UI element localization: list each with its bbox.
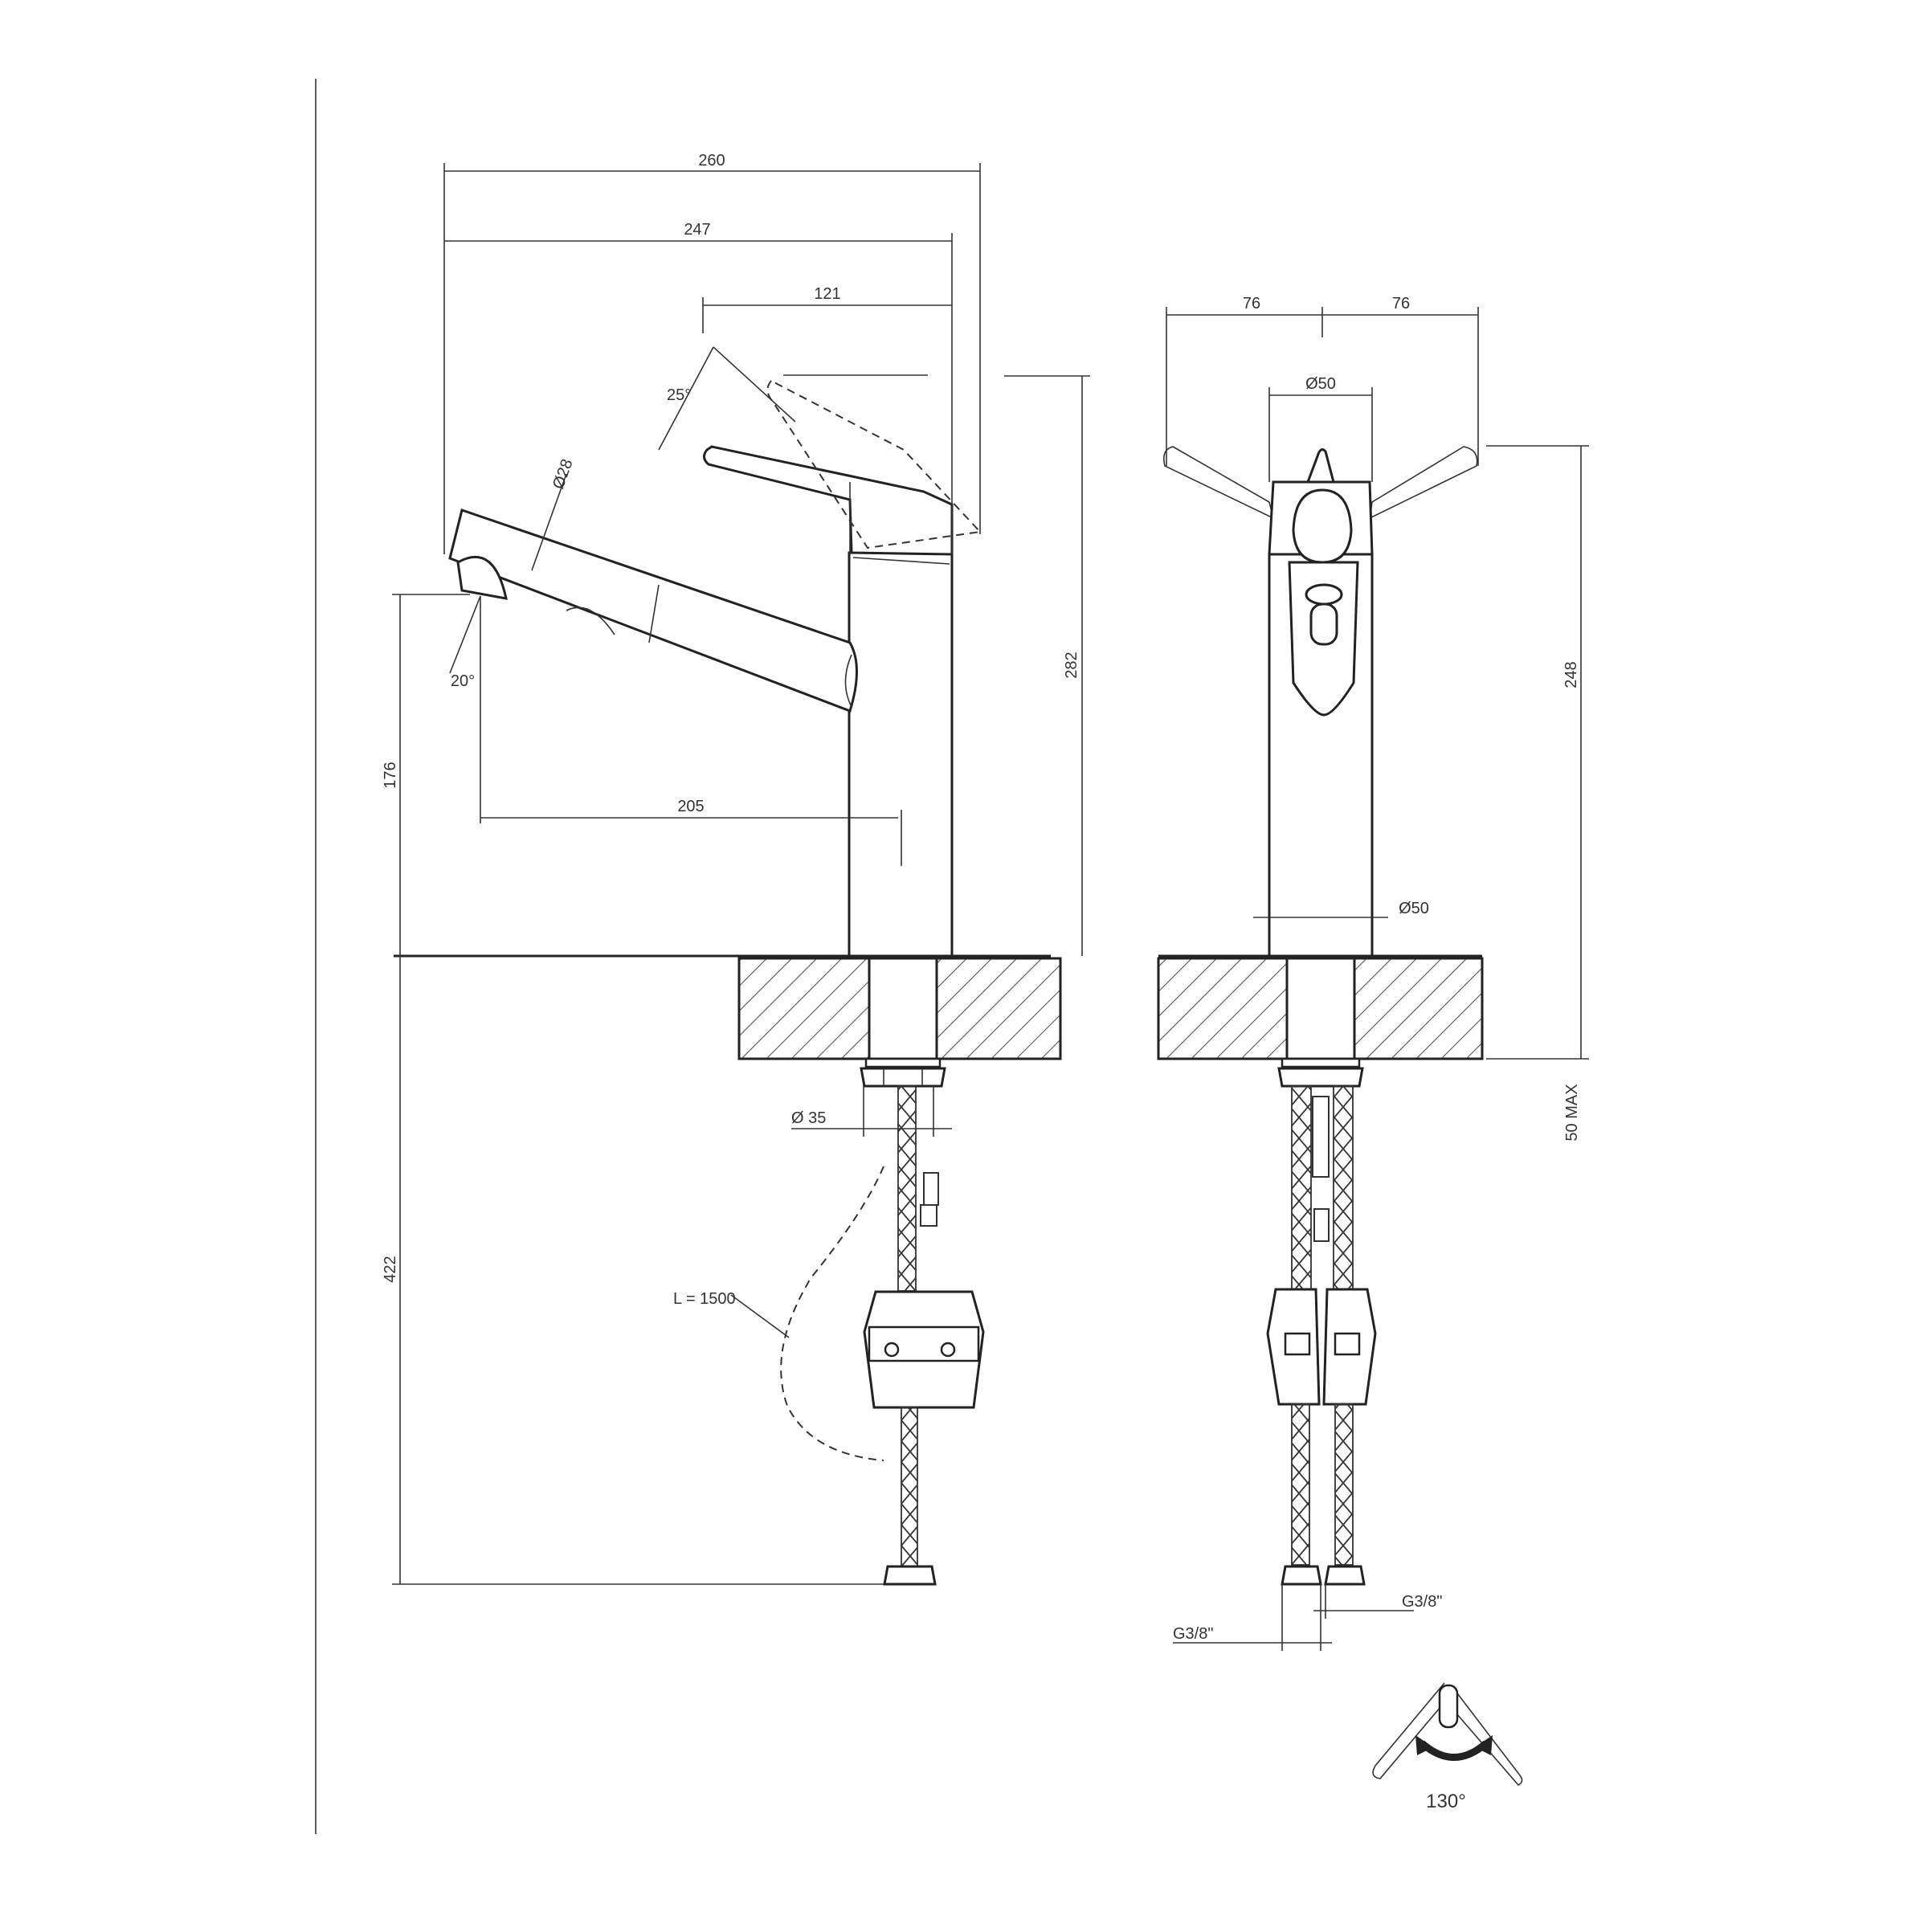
- dim-422-label: 422: [382, 1256, 399, 1282]
- dim-d28-label: Ø28: [549, 457, 577, 492]
- angle-20-label: 20°: [451, 672, 475, 690]
- dim-205-label: 205: [677, 798, 704, 815]
- angle-line-25: [658, 346, 714, 451]
- hose-connector: [923, 1172, 939, 1206]
- hose-length-label: L = 1500: [673, 1290, 736, 1308]
- dim-248-label: 248: [1562, 661, 1580, 688]
- counterweight-band: [868, 1325, 980, 1362]
- rotation-handle-left: [1372, 1682, 1450, 1779]
- handle-tip: [1305, 448, 1335, 484]
- hose-end-nut: [883, 1565, 937, 1586]
- angle-25-label: 25°: [667, 386, 691, 404]
- spout-joint: [648, 584, 660, 643]
- counterweight-slot: [1334, 1332, 1361, 1356]
- body-band: [852, 557, 950, 565]
- leader-line: [730, 1294, 790, 1338]
- braided-hose-lower: [901, 1407, 918, 1569]
- spout-collar: [844, 654, 852, 708]
- dim-50max-label: 50 MAX: [1563, 1084, 1581, 1141]
- dim-121-label: 121: [814, 285, 840, 303]
- rotation-label: 130°: [1426, 1791, 1466, 1812]
- rotation-arrowhead-right: [1475, 1735, 1493, 1755]
- hose-connector: [920, 1204, 937, 1227]
- dim-d50-bottom-label: Ø50: [1399, 900, 1429, 917]
- dim-176-label: 176: [382, 762, 399, 788]
- centre-connector: [1313, 1208, 1330, 1242]
- lever-raised-outline: [766, 379, 982, 549]
- rotation-icon: 130°: [1372, 1682, 1523, 1812]
- shank-section: [868, 957, 938, 1060]
- lock-nut: [1277, 1067, 1364, 1088]
- thread-right-label: G3/8": [1402, 1593, 1442, 1611]
- spray-button: [566, 607, 615, 635]
- angle-line-20: [449, 595, 481, 674]
- dim-d50-top-label: Ø50: [1305, 375, 1336, 393]
- dim-260-label: 260: [698, 152, 725, 170]
- thread-left-label: G3/8": [1173, 1625, 1213, 1643]
- aerator-body: [1309, 602, 1338, 646]
- handle-wing-left: [1162, 446, 1275, 520]
- lock-nut: [860, 1067, 946, 1088]
- spout: [448, 509, 858, 713]
- counterweight-screw: [940, 1342, 956, 1358]
- braided-hose-lower-left: [1291, 1403, 1310, 1566]
- braided-hose-lower-right: [1334, 1403, 1354, 1566]
- hose-end-nut-right: [1324, 1565, 1366, 1586]
- braided-hose: [897, 1085, 917, 1292]
- rotation-arrowhead-left: [1415, 1735, 1433, 1755]
- dim-d35-label: Ø 35: [791, 1109, 826, 1127]
- rotation-arrow: [1419, 1740, 1489, 1761]
- dim-76-right-label: 76: [1392, 295, 1410, 312]
- dim-76-left-label: 76: [1243, 295, 1260, 312]
- handle-wing-right: [1368, 446, 1478, 520]
- rotation-knob: [1438, 1684, 1459, 1729]
- shank-section: [1285, 957, 1356, 1060]
- braided-hose-right: [1333, 1085, 1354, 1292]
- braided-hose-left: [1291, 1085, 1312, 1292]
- centre-shank: [1312, 1096, 1330, 1178]
- front-view: Ø50 76 76 Ø50 248 50 MAX: [1157, 295, 1589, 1812]
- lock-washer: [864, 1057, 942, 1068]
- lock-washer: [1281, 1057, 1361, 1068]
- handle-knob: [1292, 488, 1353, 564]
- counterweight-screw: [884, 1342, 900, 1358]
- angle-line-25: [713, 346, 796, 423]
- lever-handle: [703, 445, 954, 556]
- spout-nozzle: [456, 555, 508, 600]
- hose-length-curve: [780, 1166, 884, 1461]
- counterweight-slot: [1284, 1332, 1311, 1356]
- dim-247-label: 247: [684, 221, 710, 239]
- aerator: [1305, 583, 1343, 606]
- hose-end-nut-left: [1281, 1565, 1322, 1586]
- tap-body: [848, 551, 954, 958]
- dim-line-d28: [531, 473, 567, 571]
- side-view: 260 247 121 25° Ø28 20° 176 205 282: [382, 152, 1090, 1586]
- rotation-handle-right: [1445, 1686, 1523, 1786]
- dim-282-label: 282: [1063, 651, 1080, 678]
